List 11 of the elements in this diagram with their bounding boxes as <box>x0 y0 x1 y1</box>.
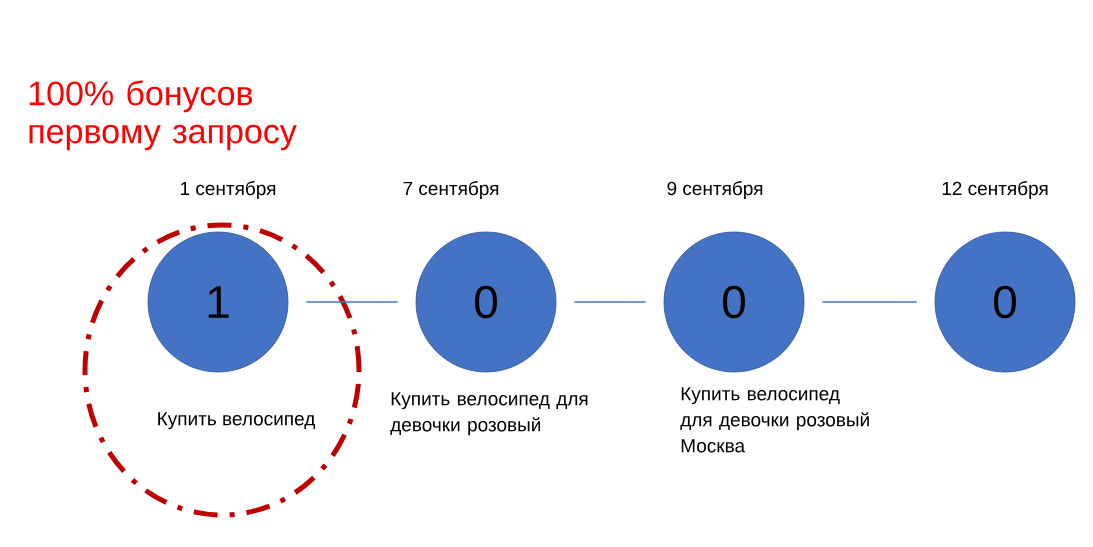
connector-line <box>821 301 918 303</box>
date-label: 12 сентября <box>942 181 1048 199</box>
query-text: Купить велосипед для девочки розовый Москва <box>680 387 869 453</box>
date-label: 9 сентября <box>667 181 763 199</box>
connector-line <box>573 301 647 303</box>
connector-line <box>305 301 399 303</box>
query-text: Купить велосипед для девочки розовый <box>390 392 588 436</box>
title: 100% бонусов первому запросу <box>29 80 297 151</box>
date-label: 1 сентября <box>181 181 276 199</box>
date-label: 7 сентября <box>403 181 499 199</box>
query-text: Купить велосипед <box>158 412 316 430</box>
